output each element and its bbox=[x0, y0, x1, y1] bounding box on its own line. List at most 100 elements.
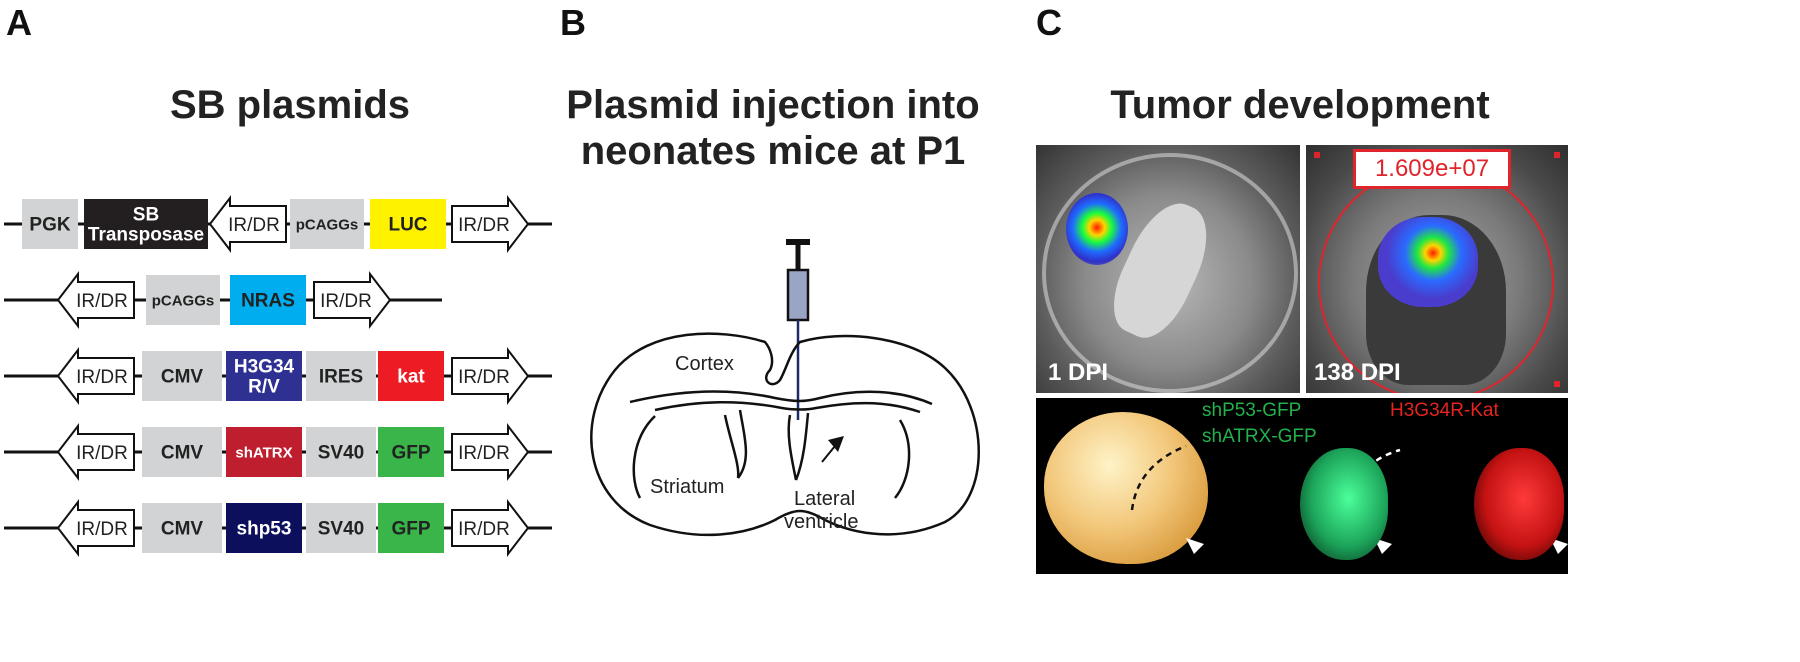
element-box bbox=[306, 503, 376, 553]
luminescence-signal bbox=[1066, 193, 1128, 265]
luminescence-signal bbox=[1378, 217, 1478, 307]
brain-injection-schematic: Cortex Striatum Lateral ventricle bbox=[590, 239, 980, 537]
element-label: shp53 bbox=[237, 519, 292, 540]
element-label: IRES bbox=[319, 367, 363, 388]
element-box bbox=[226, 503, 302, 553]
element-label: CMV bbox=[161, 367, 204, 388]
element-label: Transposase bbox=[88, 225, 204, 246]
label-ventricle: ventricle bbox=[784, 511, 858, 533]
panel-title-a: SB plasmids bbox=[169, 83, 411, 127]
element-box bbox=[230, 275, 306, 325]
label-h3g34r-kat: H3G34R-Kat bbox=[1390, 400, 1499, 421]
panel-title-b-line1: Plasmid injection into bbox=[566, 83, 980, 127]
pointer-arrow bbox=[821, 445, 836, 463]
label-138dpi: 138 DPI bbox=[1314, 359, 1401, 386]
plasmid-construct: IR/DR CMV H3G34R/V IRES kat IR/DR bbox=[4, 347, 552, 405]
element-label: CMV bbox=[161, 443, 204, 464]
ir-dr-label: IR/DR bbox=[458, 443, 510, 464]
element-box bbox=[142, 351, 222, 401]
element-box bbox=[142, 427, 222, 477]
arrow-head-icon bbox=[828, 436, 844, 452]
bioluminescence-image-138dpi: 1.609e+07 138 DPI bbox=[1306, 145, 1568, 393]
label-lateral: Lateral bbox=[794, 488, 855, 510]
panel-title-c: Tumor development bbox=[1110, 83, 1490, 127]
brain-gfp bbox=[1300, 448, 1388, 560]
element-box bbox=[84, 199, 208, 249]
plasmid-construct: IR/DR CMV shp53 SV40 GFP IR/DR bbox=[4, 499, 552, 557]
label-striatum: Striatum bbox=[650, 476, 724, 498]
element-box bbox=[378, 351, 444, 401]
ir-dr-label: IR/DR bbox=[458, 519, 510, 540]
panel-letter-c: C bbox=[1036, 2, 1062, 43]
brain-brightfield bbox=[1044, 412, 1208, 564]
ir-dr-label: IR/DR bbox=[228, 215, 280, 236]
ir-dr-arrow-left-icon bbox=[56, 347, 135, 405]
element-label: shATRX bbox=[235, 444, 292, 461]
ir-dr-arrow-right-icon bbox=[451, 499, 530, 557]
element-box bbox=[146, 275, 220, 325]
element-box bbox=[142, 503, 222, 553]
ir-dr-label: IR/DR bbox=[458, 367, 510, 388]
panel-letter-b: B bbox=[560, 2, 586, 43]
ir-dr-label: IR/DR bbox=[76, 519, 128, 540]
syringe bbox=[786, 239, 810, 420]
brain-kat bbox=[1474, 448, 1564, 560]
element-box bbox=[378, 503, 444, 553]
panel-letter-a: A bbox=[6, 2, 32, 43]
ir-dr-label: IR/DR bbox=[76, 367, 128, 388]
plasmid-construct: IR/DR CMV shATRX SV40 GFP IR/DR bbox=[4, 423, 552, 481]
ir-dr-arrow-right-icon bbox=[451, 423, 530, 481]
ir-dr-label: IR/DR bbox=[76, 443, 128, 464]
ir-dr-arrow-right-icon bbox=[313, 271, 392, 329]
ir-dr-arrow-left-icon bbox=[56, 423, 135, 481]
ir-dr-arrow-left-icon bbox=[208, 195, 287, 253]
element-label: SB bbox=[133, 205, 159, 226]
ir-dr-label: IR/DR bbox=[76, 291, 128, 312]
element-box bbox=[378, 427, 444, 477]
element-label: pCAGGs bbox=[152, 292, 215, 309]
element-box bbox=[306, 427, 376, 477]
ir-dr-label: IR/DR bbox=[458, 215, 510, 236]
label-1dpi: 1 DPI bbox=[1048, 359, 1109, 386]
ir-dr-arrow-left-icon bbox=[56, 499, 135, 557]
element-box bbox=[226, 427, 302, 477]
panel-title-b: Plasmid injection into neonates mice at … bbox=[548, 82, 998, 174]
element-label: PGK bbox=[29, 215, 70, 236]
panel-title-b-line2: neonates mice at P1 bbox=[580, 129, 966, 173]
element-label: kat bbox=[397, 367, 425, 388]
striatum-outline bbox=[632, 415, 911, 499]
brain-outline bbox=[590, 332, 980, 537]
ir-dr-arrow-right-icon bbox=[451, 347, 530, 405]
plasmid-construct: IR/DR pCAGGs NRAS IR/DR bbox=[4, 271, 442, 329]
right-ventricle bbox=[787, 412, 810, 481]
element-label: GFP bbox=[391, 443, 430, 464]
element-label: LUC bbox=[388, 215, 427, 236]
bioluminescence-image-1dpi: 1 DPI bbox=[1036, 145, 1300, 393]
element-label: CMV bbox=[161, 519, 204, 540]
ir-dr-arrow-left-icon bbox=[56, 271, 135, 329]
element-box bbox=[22, 199, 78, 249]
left-ventricle bbox=[723, 409, 748, 479]
element-label: H3G34 bbox=[234, 357, 295, 378]
corpus-callosum bbox=[629, 390, 933, 414]
element-label: NRAS bbox=[241, 291, 295, 312]
arrow-icon bbox=[1186, 538, 1204, 554]
element-box bbox=[306, 351, 376, 401]
fluorescence-strip: shP53-GFP shATRX-GFP H3G34R-Kat bbox=[1036, 398, 1568, 574]
element-box bbox=[290, 199, 364, 249]
element-box bbox=[370, 199, 446, 249]
element-label: SV40 bbox=[318, 519, 364, 540]
roi-value-box: 1.609e+07 bbox=[1353, 149, 1511, 189]
ir-dr-arrow-right-icon bbox=[451, 195, 530, 253]
element-label: SV40 bbox=[318, 443, 364, 464]
ir-dr-label: IR/DR bbox=[320, 291, 372, 312]
label-shp53-gfp: shP53-GFP bbox=[1202, 400, 1302, 421]
element-label: R/V bbox=[248, 377, 280, 398]
element-box bbox=[226, 351, 302, 401]
label-cortex: Cortex bbox=[675, 353, 734, 375]
element-label: pCAGGs bbox=[296, 216, 359, 233]
label-shatrx-gfp: shATRX-GFP bbox=[1202, 426, 1317, 447]
element-label: GFP bbox=[391, 519, 430, 540]
